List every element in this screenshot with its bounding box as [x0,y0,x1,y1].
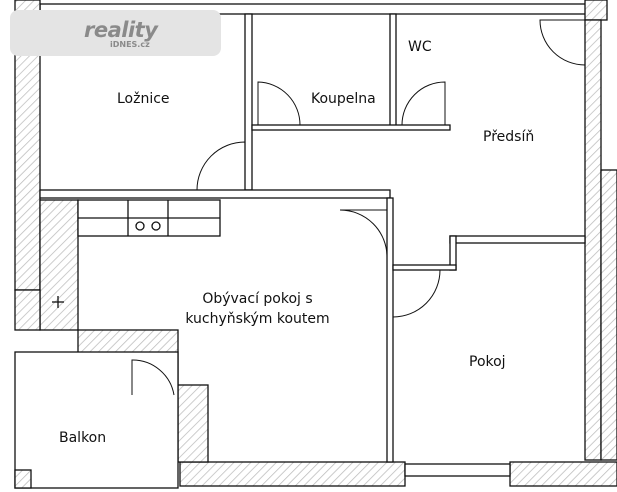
room-label-pokoj: Pokoj [469,354,506,370]
room-label-obyvaci-pokoj: Obývací pokoj s kuchyňským koutem [185,289,330,329]
room-label-loznice: Ložnice [117,91,170,107]
wall-bath-bottom [251,124,451,131]
wall-bottom [179,461,406,487]
balcony-corner [14,469,32,489]
room-label-line1: Obývací pokoj s [202,291,313,307]
wall-right-outer [600,169,617,461]
wall-kitchen-left [39,199,79,331]
room-label-koupelna: Koupelna [311,91,376,107]
wall-pokoj-step2 [392,264,457,271]
wall-balcony-top [14,289,41,331]
logo-brand: reality [84,18,158,42]
wall-bath-wc [389,13,397,129]
wall-bottom-right [509,461,617,487]
wall-living-right [386,197,394,463]
wall-bedroom-right [244,13,253,191]
reality-idnes-logo: reality iDNES.cz [10,10,221,56]
window-bottom [404,463,511,477]
wall-right [584,19,602,461]
room-label-predsin: Předsíň [483,129,535,145]
room-label-line2: kuchyňským koutem [185,311,330,327]
logo-sub: iDNES.cz [110,40,150,49]
balcony-floor [14,351,179,489]
wall-bedroom-bottom [39,189,391,199]
wall-balcony-right [177,384,209,463]
wall-pokoj-top [449,235,586,244]
room-label-balkon: Balkon [59,430,107,446]
room-label-wc: WC [408,39,432,55]
doors [131,19,586,396]
wall-top-right [584,0,608,21]
